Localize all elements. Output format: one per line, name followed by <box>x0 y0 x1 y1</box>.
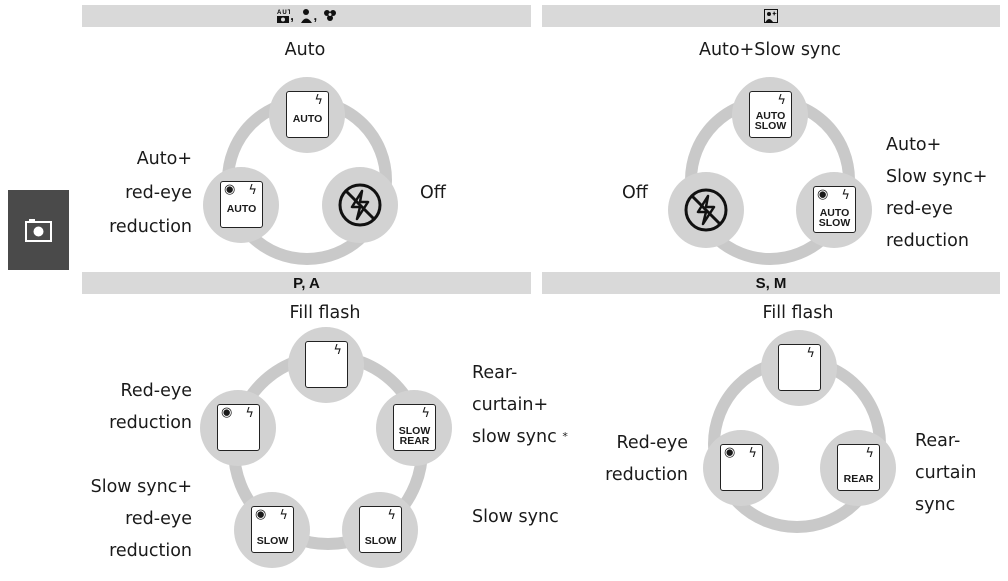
svg-text:AUTO: AUTO <box>277 10 290 16</box>
auto-scenes-top-label: Auto <box>284 40 326 60</box>
label-line: Red-eye <box>120 381 192 401</box>
flash-icon: ϟ <box>314 93 323 108</box>
red-eye-icon: ◉ <box>724 445 736 460</box>
label-line: red-eye <box>125 183 192 203</box>
label-line: Rear- <box>915 431 961 451</box>
mode-off <box>668 172 744 248</box>
night-portrait-header <box>542 5 1000 27</box>
mode-text: SLOW <box>364 535 397 547</box>
label-line: Rear- <box>472 363 518 383</box>
label-line: reduction <box>109 413 192 433</box>
mode-red-eye: ◉ϟ <box>200 390 276 466</box>
night-portrait-right-label: Auto+ Slow sync+ red-eye reduction <box>886 132 987 254</box>
mode-text: SLOW <box>754 120 787 132</box>
pa-top-label: Fill flash <box>289 303 361 323</box>
flash-icon: ϟ <box>865 446 874 461</box>
label-line: reduction <box>109 541 192 561</box>
mode-text: AUTO <box>819 207 850 219</box>
pa-right-upper-label: Rear- curtain+ slow sync * <box>472 360 568 450</box>
flash-icon: ϟ <box>748 446 757 461</box>
label-line: red-eye <box>886 199 953 219</box>
night-portrait-left-label: Off <box>622 183 648 203</box>
pa-header: P, A <box>82 272 531 294</box>
night-portrait-icon <box>764 9 778 23</box>
flash-icon: ϟ <box>333 343 342 358</box>
label-line: Auto+ <box>136 149 192 169</box>
mode-text: AUTO <box>292 113 323 125</box>
auto-scenes-right-label: Off <box>420 183 446 203</box>
label-text: slow sync <box>472 427 557 447</box>
label-line: Slow sync+ <box>90 477 192 497</box>
label-line: reduction <box>109 217 192 237</box>
section-tab <box>8 190 69 270</box>
label-line: curtain+ <box>472 395 549 415</box>
camera-icon <box>25 219 52 242</box>
sm-header: S, M <box>542 272 1000 294</box>
sm-left-label: Red-eye reduction <box>588 430 688 488</box>
label-line: red-eye <box>125 509 192 529</box>
auto-scenes-left-label: Auto+ red-eye reduction <box>90 146 192 240</box>
flash-off-icon <box>684 188 728 232</box>
mode-text: AUTO <box>755 110 786 122</box>
flash-icon: ϟ <box>245 406 254 421</box>
red-eye-icon: ◉ <box>221 405 233 420</box>
pa-right-lower-label: Slow sync <box>472 507 559 527</box>
label-line: sync <box>915 495 956 515</box>
label-line: Auto+ <box>886 135 942 155</box>
flash-icon: ϟ <box>421 406 430 421</box>
label-line: curtain <box>915 463 977 483</box>
label-line: Slow sync+ <box>886 167 988 187</box>
mode-text: SLOW <box>256 535 289 547</box>
mode-text: SLOW <box>398 425 431 437</box>
mode-fill-flash: ϟ <box>761 330 837 406</box>
label-line: reduction <box>605 465 688 485</box>
flash-icon: ϟ <box>806 346 815 361</box>
mode-red-eye: ◉ϟ <box>703 430 779 506</box>
flash-icon: ϟ <box>387 508 396 523</box>
mode-text: SLOW <box>818 217 851 229</box>
flash-icon: ϟ <box>777 93 786 108</box>
label-line: reduction <box>886 231 969 251</box>
footnote-mark: * <box>562 430 568 443</box>
red-eye-icon: ◉ <box>224 182 236 197</box>
red-eye-icon: ◉ <box>817 187 829 202</box>
sm-top-label: Fill flash <box>762 303 834 323</box>
flash-icon: ϟ <box>279 508 288 523</box>
mode-fill-flash: ϟ <box>288 327 364 403</box>
pa-left-lower-label: Slow sync+ red-eye reduction <box>70 474 192 564</box>
mode-off <box>322 167 398 243</box>
flash-off-icon <box>338 183 382 227</box>
sm-right-label: Rear- curtain sync <box>915 428 976 518</box>
auto-scenes-header: AUTO, , <box>82 5 531 27</box>
flash-icon: ϟ <box>248 183 257 198</box>
flash-icon: ϟ <box>841 188 850 203</box>
auto-scenes-header-icons: AUTO, , <box>276 8 336 25</box>
night-portrait-top-label: Auto+Slow sync <box>698 40 842 60</box>
mode-text: REAR <box>399 435 430 447</box>
label-line: Red-eye <box>616 433 688 453</box>
mode-text: REAR <box>843 473 874 485</box>
label-line: slow sync * <box>472 424 568 450</box>
close-up-icon <box>323 10 336 22</box>
red-eye-icon: ◉ <box>255 507 267 522</box>
auto-camera-icon: AUTO <box>277 10 297 24</box>
pa-left-upper-label: Red-eye reduction <box>80 378 192 436</box>
mode-text: AUTO <box>226 203 257 215</box>
portrait-icon <box>300 9 312 24</box>
